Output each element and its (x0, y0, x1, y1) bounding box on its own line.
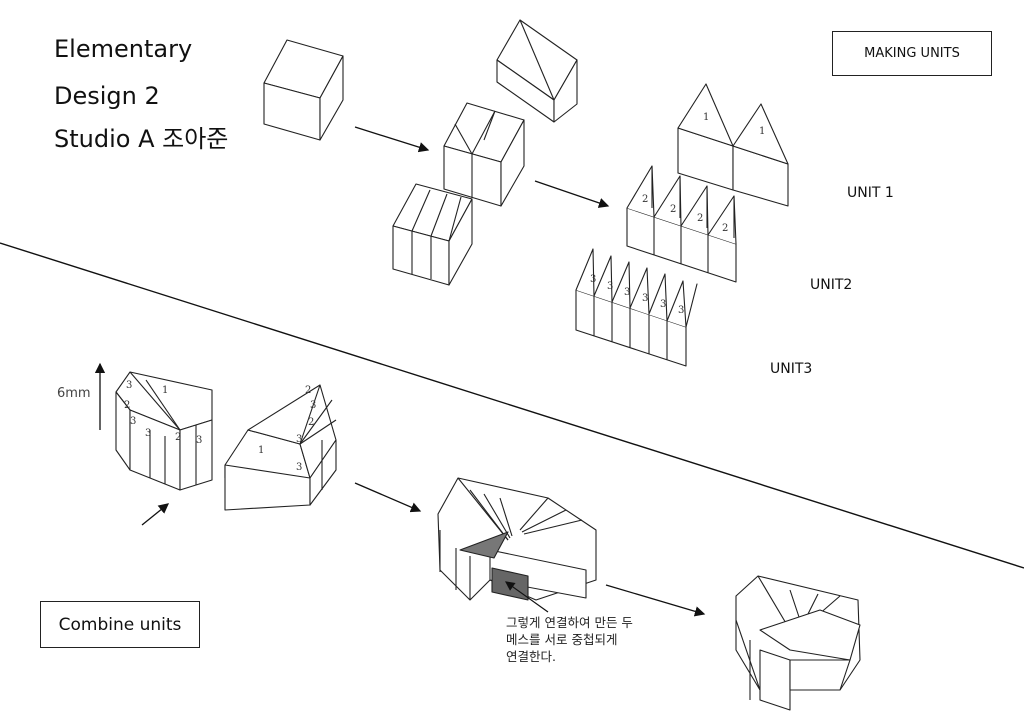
annotation-line-1: 그렇게 연결하여 만든 두 (506, 615, 633, 630)
combine-units-box: Combine units (40, 601, 200, 648)
title-line-3: Studio A 조아준 (54, 125, 229, 153)
making-units-box: MAKING UNITS (832, 31, 992, 76)
unit2-num-a: 2 (642, 194, 648, 205)
unit2-num-c: 2 (697, 213, 703, 224)
left-num-1: 1 (162, 385, 168, 396)
wedge-num-1: 1 (258, 445, 264, 456)
arrow-to-units (534, 180, 610, 208)
overlap-annotation: 그렇게 연결하여 만든 두 메스를 서로 중첩되게 연결한다. (506, 614, 633, 665)
unit3-num-e: 3 (660, 299, 666, 310)
unit-1-label: UNIT 1 (847, 185, 894, 201)
unit1-num-b: 1 (759, 126, 765, 137)
arrow-to-assembly (354, 482, 422, 513)
unit3-num-c: 3 (624, 287, 630, 298)
unit-2-shape (626, 165, 737, 283)
left-num-3d: 3 (196, 435, 202, 446)
unit-3-label: UNIT3 (770, 361, 813, 377)
unit2-num-b: 2 (670, 204, 676, 215)
folded-cube-3-shape (392, 183, 473, 286)
annotation-line-3: 연결한다. (506, 649, 556, 664)
section-divider (0, 242, 1024, 569)
folded-cube-2-shape (443, 102, 525, 207)
title-line-2: Design 2 (54, 82, 160, 110)
title-line-1: Elementary (54, 35, 193, 63)
arrow-to-final (605, 584, 706, 617)
combined-unit-left-shape (115, 371, 213, 491)
wedge-num-3b: 3 (296, 434, 302, 445)
combine-units-label: Combine units (58, 614, 182, 635)
annotation-line-2: 메스를 서로 중첩되게 (506, 632, 618, 647)
wedge-num-3a: 3 (310, 400, 316, 411)
left-num-3c: 3 (145, 428, 151, 439)
final-model-shape (735, 575, 861, 711)
gable-block-shape (496, 19, 578, 123)
unit-2-label: UNIT2 (810, 277, 853, 293)
unit3-num-d: 3 (642, 293, 648, 304)
wedge-num-2b: 2 (308, 417, 314, 428)
unit-1-shape (677, 83, 789, 207)
left-num-3a: 3 (126, 380, 132, 391)
making-units-label: MAKING UNITS (864, 46, 960, 61)
piece-number-labels: 1 1 2 2 2 2 3 3 3 3 3 3 3 1 2 3 3 2 3 1 … (124, 112, 765, 473)
unit-3-shape (575, 248, 698, 367)
unit3-num-f: 3 (678, 305, 684, 316)
annotation-arrow (505, 581, 549, 613)
left-num-2b: 2 (175, 432, 181, 443)
unit3-num-b: 3 (607, 281, 613, 292)
cube-shape (263, 39, 344, 141)
assembled-model-shape (437, 477, 597, 601)
combined-unit-wedge-shape (224, 384, 337, 511)
unit1-num-a: 1 (703, 112, 709, 123)
left-num-2: 2 (124, 400, 130, 411)
wedge-num-2a: 2 (305, 385, 311, 396)
left-num-3b: 3 (130, 416, 136, 427)
unit3-num-a: 3 (590, 274, 596, 285)
unit2-num-d: 2 (722, 223, 728, 234)
height-6mm-label: 6mm (57, 386, 91, 401)
wedge-num-3c: 3 (296, 462, 302, 473)
arrow-to-folds (354, 126, 430, 153)
arrow-to-joint (141, 503, 170, 526)
